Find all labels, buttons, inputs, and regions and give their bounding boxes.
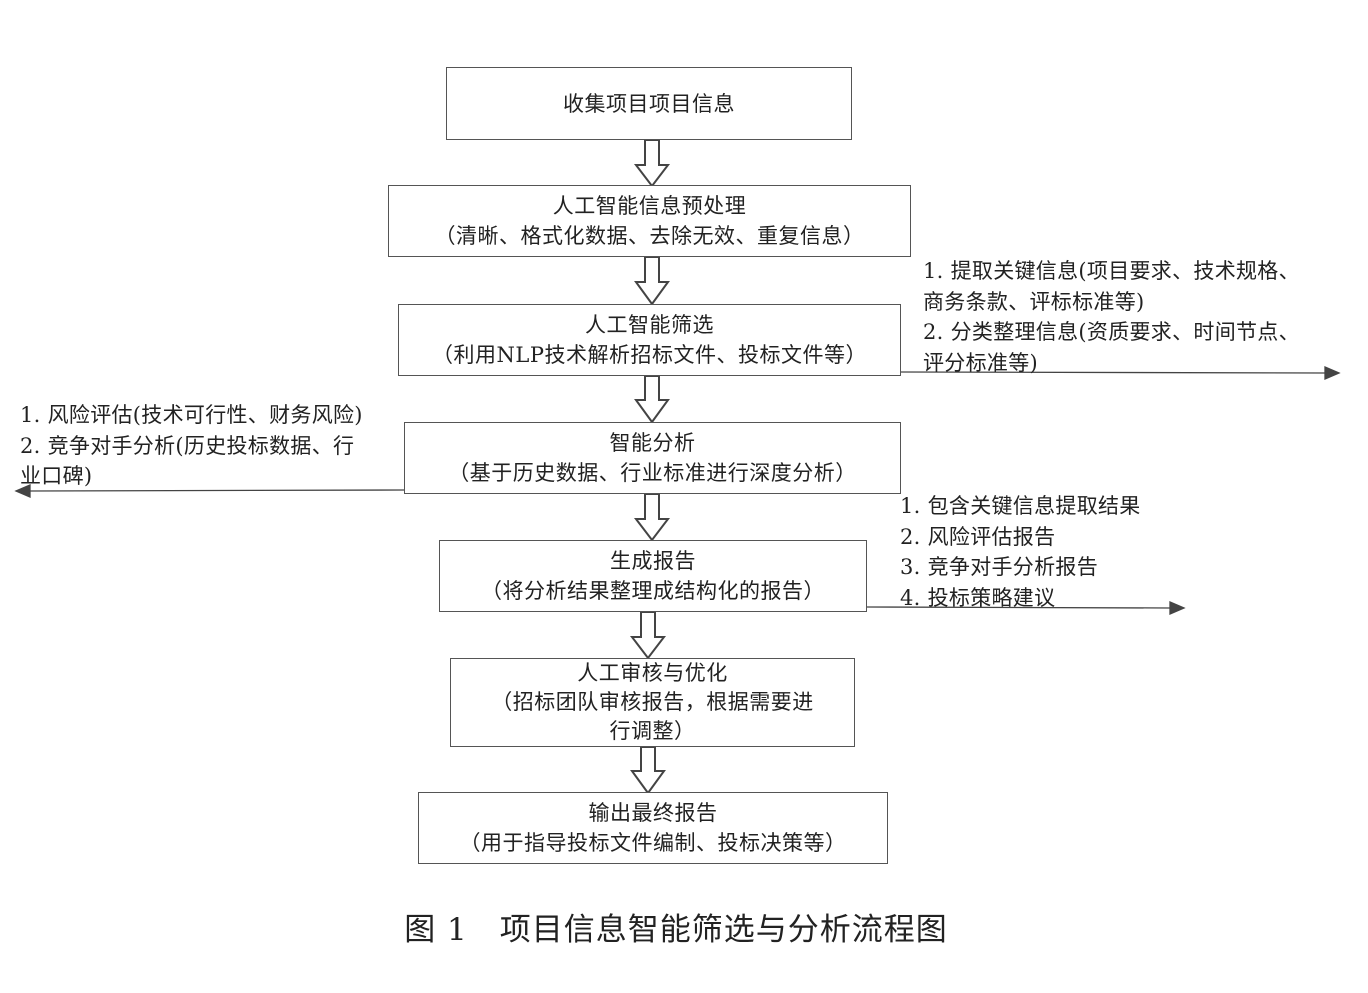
right-arrow-icon	[1169, 601, 1186, 615]
note-line: 2. 分类整理信息(资质要求、时间节点、	[923, 320, 1300, 344]
step-generate-report: 生成报告 （将分析结果整理成结构化的报告）	[439, 540, 867, 612]
step-detail-continued: 行调整）	[609, 719, 696, 743]
right-arrow-icon	[1324, 366, 1341, 380]
step-detail: （将分析结果整理成结构化的报告）	[481, 579, 825, 603]
left-arrow-icon	[14, 484, 31, 498]
step-smart-analysis: 智能分析 （基于历史数据、行业标准进行深度分析）	[404, 422, 901, 494]
note-line: 业口碑)	[20, 464, 93, 488]
step-detail: （用于指导投标文件编制、投标决策等）	[459, 831, 847, 855]
down-arrow-icon	[634, 256, 670, 306]
step-title: 收集项目项目信息	[563, 91, 735, 116]
step-title: 智能分析	[609, 431, 696, 455]
figure-caption: 图 1 项目信息智能筛选与分析流程图	[404, 912, 948, 948]
step-ai-preprocess: 人工智能信息预处理 （清晰、格式化数据、去除无效、重复信息）	[388, 185, 911, 257]
step-title: 人工智能筛选	[585, 313, 714, 337]
note-line: 1. 包含关键信息提取结果	[900, 494, 1141, 518]
down-arrow-icon	[630, 746, 666, 795]
step-detail: （清晰、格式化数据、去除无效、重复信息）	[434, 224, 865, 248]
down-arrow-icon	[629, 611, 667, 660]
note-line: 3. 竞争对手分析报告	[900, 555, 1099, 579]
step-title: 人工审核与优化	[577, 661, 728, 685]
step-detail: （招标团队审核报告，根据需要进	[491, 690, 814, 714]
note-report-contents: 1. 包含关键信息提取结果 2. 风险评估报告 3. 竞争对手分析报告 4. 投…	[900, 491, 1141, 613]
step-detail: （基于历史数据、行业标准进行深度分析）	[448, 461, 857, 485]
down-arrow-icon	[634, 375, 670, 424]
step-collect-info: 收集项目项目信息	[446, 67, 852, 140]
step-title: 输出最终报告	[588, 801, 718, 825]
step-title: 生成报告	[610, 549, 696, 573]
note-line: 商务条款、评标标准等)	[923, 289, 1145, 314]
screening-output-line	[900, 371, 1326, 374]
step-title: 人工智能信息预处理	[552, 194, 747, 218]
note-line: 4. 投标策略建议	[900, 585, 1056, 610]
note-line: 1. 提取关键信息(项目要求、技术规格、	[923, 259, 1300, 283]
analysis-output-line	[29, 489, 405, 492]
down-arrow-icon	[633, 139, 671, 188]
note-line: 2. 竞争对手分析(历史投标数据、行	[20, 433, 355, 458]
note-screening-output: 1. 提取关键信息(项目要求、技术规格、 商务条款、评标标准等) 2. 分类整理…	[923, 256, 1300, 378]
step-detail: （利用NLP技术解析招标文件、投标文件等）	[432, 343, 867, 367]
note-line: 评分标准等)	[923, 350, 1038, 375]
note-line: 2. 风险评估报告	[900, 524, 1056, 549]
down-arrow-icon	[633, 493, 671, 542]
note-analysis-output: 1. 风险评估(技术可行性、财务风险) 2. 竞争对手分析(历史投标数据、行 业…	[20, 400, 363, 492]
step-manual-review: 人工审核与优化 （招标团队审核报告，根据需要进 行调整）	[450, 658, 855, 747]
note-line: 1. 风险评估(技术可行性、财务风险)	[20, 403, 363, 427]
report-output-line	[866, 606, 1171, 609]
step-ai-screening: 人工智能筛选 （利用NLP技术解析招标文件、投标文件等）	[398, 304, 901, 376]
step-final-report: 输出最终报告 （用于指导投标文件编制、投标决策等）	[418, 792, 888, 864]
